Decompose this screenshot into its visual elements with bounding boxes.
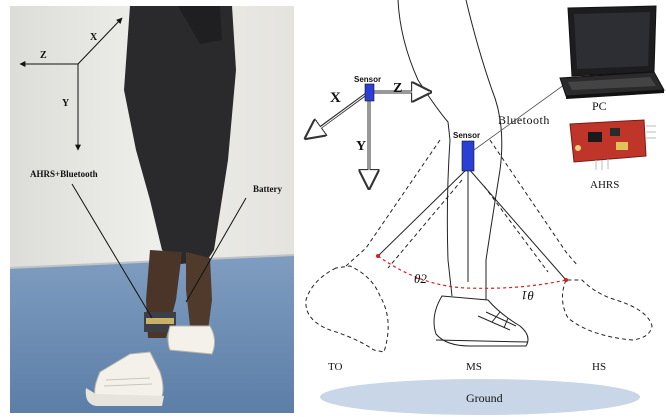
ms-label: MS (466, 361, 482, 373)
laptop-screen-inner (574, 12, 650, 69)
ahrs-hole (575, 145, 581, 151)
pc-label: PC (592, 99, 607, 113)
shank-sensor-label: Sensor (453, 131, 480, 140)
right-diagram-panel: Ground θ2 (298, 0, 666, 417)
right-z-label: Z (393, 81, 402, 96)
left-y-label: Y (62, 98, 70, 109)
left-z-label: Z (40, 50, 47, 61)
right-shoe (168, 326, 215, 354)
ground-label: Ground (466, 391, 503, 405)
ahrs-component (616, 142, 628, 150)
hs-angle-point (564, 278, 568, 282)
laptop-pc (560, 6, 664, 99)
shank-sensor-block (462, 141, 474, 171)
to-label: TO (328, 361, 343, 373)
bluetooth-label: Bluetooth (498, 113, 550, 127)
top-sensor-label: Sensor (354, 75, 381, 84)
ahrs-chip-1 (588, 132, 602, 142)
battery-label: Battery (253, 184, 282, 194)
theta1-label: θ1 (521, 288, 534, 303)
right-x-label: X (330, 90, 341, 106)
hs-label: HS (592, 361, 606, 373)
ahrs-pcb (570, 120, 646, 162)
left-photo-panel: X Z Y AHRS+Bluetooth Battery (10, 6, 294, 413)
ahrs-chip-2 (610, 128, 620, 136)
top-sensor-block (365, 84, 374, 101)
theta2-label: θ2 (414, 271, 427, 286)
right-y-label: Y (356, 139, 366, 154)
to-angle-point (376, 254, 380, 258)
strap-buckle (146, 318, 174, 324)
ahrs-label: AHRS (590, 179, 619, 191)
left-x-label: X (90, 32, 98, 43)
ahrs-bluetooth-label: AHRS+Bluetooth (30, 169, 98, 179)
